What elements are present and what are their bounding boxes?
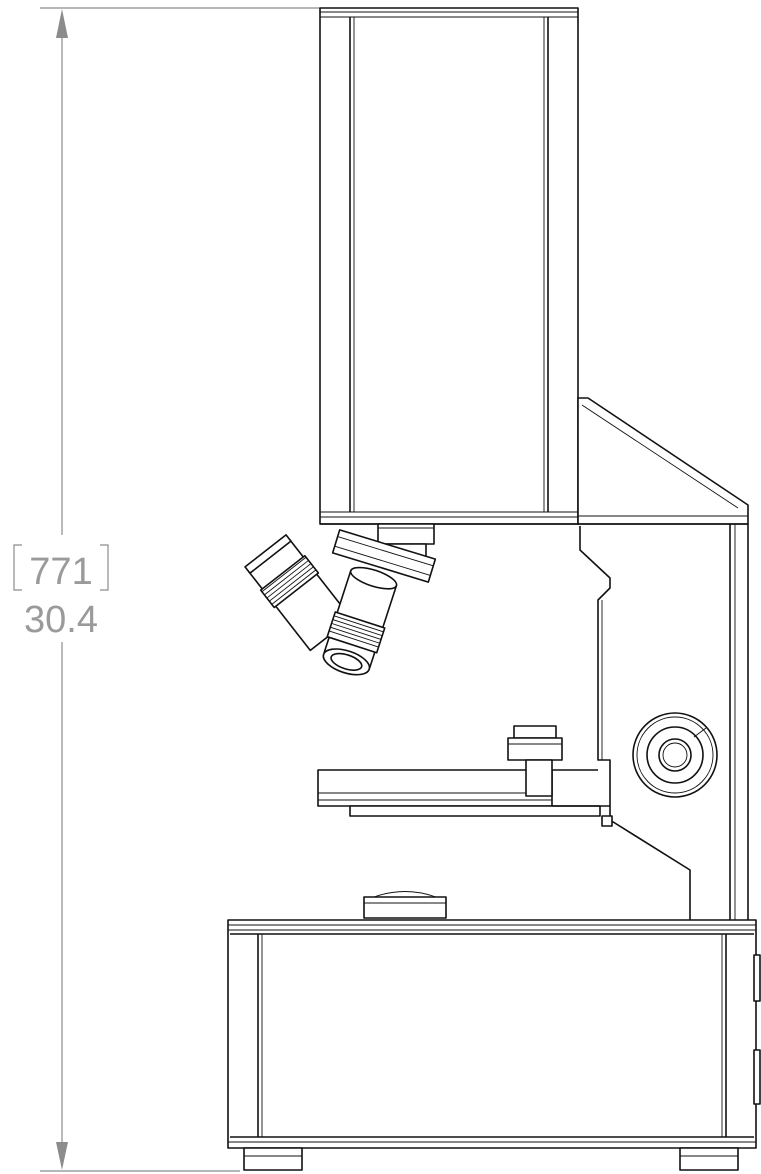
height-dimension: 771 30.4 (13, 7, 320, 1172)
focus-knob (632, 712, 718, 798)
base (227, 891, 761, 1171)
left-eyepiece (244, 534, 353, 652)
dimension-value-mm: 771 (29, 551, 92, 593)
upper-housing (319, 7, 579, 525)
eyepiece-head (244, 529, 437, 676)
dimension-value-in: 30.4 (24, 599, 98, 641)
foot-left (243, 1147, 303, 1171)
dimension-arrow-bottom (56, 1142, 68, 1170)
dimension-bracket-left (13, 544, 22, 591)
foot-right (679, 1147, 739, 1171)
column (579, 524, 749, 920)
stage (317, 725, 610, 817)
dimension-arrow-top (56, 9, 68, 38)
right-eyepiece (322, 566, 398, 676)
dimension-bracket-right (100, 544, 109, 591)
